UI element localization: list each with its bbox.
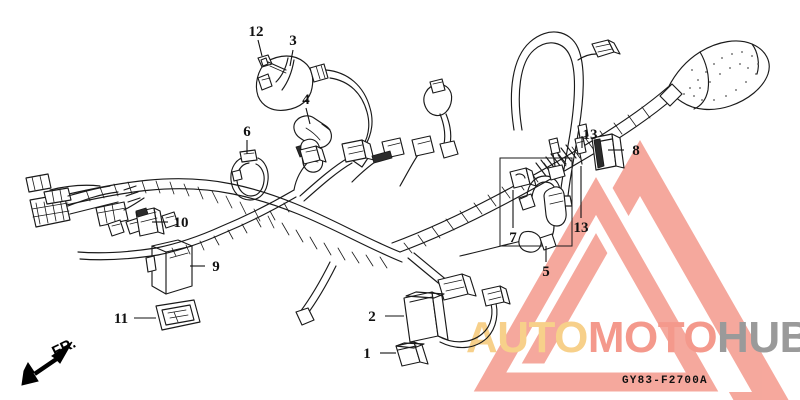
part-1-connector <box>395 341 429 367</box>
callout-7-label: 7 <box>509 230 517 246</box>
callout-6: 6 <box>243 124 251 154</box>
callout-7: 7 <box>509 190 517 246</box>
part-10-clip <box>135 207 165 237</box>
callout-5-label: 5 <box>542 264 550 280</box>
callout-2: 2 <box>368 309 404 325</box>
part-11-pad <box>155 299 201 331</box>
callout-3-label: 3 <box>289 33 297 49</box>
callout-9-label: 9 <box>212 259 220 275</box>
part-9-relay <box>145 239 193 295</box>
callout-5: 5 <box>542 246 550 280</box>
callout-4-label: 4 <box>302 92 310 108</box>
callout-12: 12 <box>249 24 264 57</box>
callout-4: 4 <box>302 92 311 125</box>
part-13-fasteners <box>548 123 589 167</box>
harness-end-boot <box>659 40 770 111</box>
part-4-plug-cap <box>293 115 332 173</box>
part-2-control-unit <box>403 285 511 349</box>
svg-text:AUTOMOTOHUB: AUTOMOTOHUB <box>466 313 800 362</box>
harness-center-branches <box>77 78 542 326</box>
front-direction-indicator: FR. <box>21 335 78 386</box>
callout-8-label: 8 <box>632 143 640 159</box>
connector-top-right <box>577 39 621 61</box>
callout-13-lower-label: 13 <box>574 220 589 236</box>
watermark-segment-auto: AUTO <box>466 313 588 362</box>
callout-8: 8 <box>608 143 640 159</box>
callout-13-lower: 13 <box>574 166 589 236</box>
part-12-bolt <box>257 54 287 74</box>
callout-13-upper: 13 <box>581 127 598 148</box>
callout-10: 10 <box>152 215 189 231</box>
part-6-band-clamp <box>230 149 269 201</box>
callout-10-label: 10 <box>174 215 189 231</box>
part-8-module <box>591 133 625 171</box>
callout-1-label: 1 <box>363 346 371 362</box>
callout-11: 11 <box>114 311 156 327</box>
watermark-logo <box>458 140 789 400</box>
watermark-segment-hub: HUB <box>717 313 800 362</box>
bracket-assembly-box <box>499 157 573 251</box>
part-number-label: GY83-F2700A <box>622 375 708 387</box>
watermark-segment-moto: MOTO <box>588 313 717 362</box>
callout-11-label: 11 <box>114 311 128 327</box>
callout-1: 1 <box>363 346 396 362</box>
callout-2-label: 2 <box>368 309 376 325</box>
callout-group: 1 2 3 4 5 <box>114 24 640 362</box>
watermark-text: AUTOMOTOHUB <box>466 313 800 362</box>
callout-12-label: 12 <box>249 24 264 40</box>
callout-6-label: 6 <box>243 124 251 140</box>
callout-9: 9 <box>190 259 220 275</box>
connector-cluster-left <box>25 173 179 237</box>
callout-13-upper-label: 13 <box>583 127 598 143</box>
callout-3: 3 <box>289 33 297 67</box>
